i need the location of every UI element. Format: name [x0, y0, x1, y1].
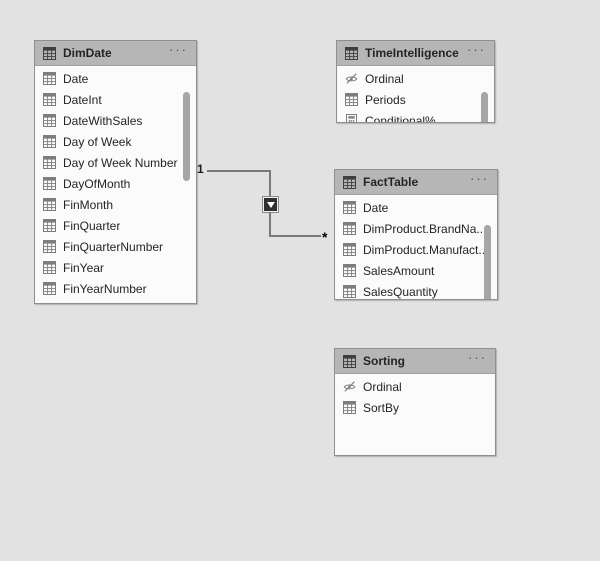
column-icon: [43, 135, 56, 148]
column-icon: [43, 93, 56, 106]
field-row[interactable]: DimProduct.Manufact...: [335, 239, 497, 260]
column-icon: [43, 219, 56, 232]
table-card-sorting[interactable]: Sorting ··· Ordinal SortBy: [334, 348, 496, 456]
column-icon: [43, 261, 56, 274]
column-icon: [43, 156, 56, 169]
hidden-field-icon: [345, 72, 358, 85]
column-icon: [343, 201, 356, 214]
table-icon: [345, 47, 358, 60]
field-row[interactable]: Conditional%: [337, 110, 494, 123]
scrollbar[interactable]: [481, 92, 488, 122]
field-row[interactable]: SortBy: [335, 397, 495, 418]
field-row[interactable]: DayOfMonth: [35, 173, 196, 194]
relationship-many-label: *: [322, 229, 328, 245]
more-options-button[interactable]: ···: [470, 171, 489, 186]
column-icon: [343, 243, 356, 256]
more-options-button[interactable]: ···: [468, 350, 487, 365]
field-row[interactable]: FinYearNumber: [35, 278, 196, 299]
field-row-clipped[interactable]: [35, 299, 196, 304]
table-card-dimdate[interactable]: DimDate ··· Date DateInt DateWithSales D…: [34, 40, 197, 304]
column-icon: [43, 240, 56, 253]
field-row[interactable]: FinYear: [35, 257, 196, 278]
scrollbar[interactable]: [484, 225, 491, 299]
column-icon: [43, 303, 56, 304]
relationship-one-label: 1: [197, 162, 204, 176]
relationship-line-segment[interactable]: [269, 235, 321, 237]
column-icon: [43, 114, 56, 127]
field-list: Ordinal Periods Conditional%: [337, 66, 494, 123]
field-list: Date DimProduct.BrandNa... DimProduct.Ma…: [335, 195, 497, 299]
field-row[interactable]: Periods: [337, 89, 494, 110]
relationship-line-segment[interactable]: [207, 170, 270, 172]
column-icon: [43, 72, 56, 85]
field-row[interactable]: Day of Week: [35, 131, 196, 152]
column-icon: [345, 93, 358, 106]
field-row[interactable]: SalesAmount: [335, 260, 497, 281]
field-list: Date DateInt DateWithSales Day of Week D…: [35, 66, 196, 304]
field-list: Ordinal SortBy: [335, 374, 495, 418]
table-title: Sorting: [363, 354, 405, 368]
down-triangle-icon: [266, 201, 275, 208]
field-row[interactable]: Date: [335, 197, 497, 218]
table-icon: [343, 355, 356, 368]
calculated-field-icon: [345, 114, 358, 123]
table-card-facttable[interactable]: FactTable ··· Date DimProduct.BrandNa...…: [334, 169, 498, 300]
table-header-facttable[interactable]: FactTable ···: [335, 170, 497, 195]
column-icon: [43, 282, 56, 295]
table-header-timeintelligence[interactable]: TimeIntelligence ···: [337, 41, 494, 66]
field-row[interactable]: DimProduct.BrandNa...: [335, 218, 497, 239]
table-header-sorting[interactable]: Sorting ···: [335, 349, 495, 374]
more-options-button[interactable]: ···: [169, 42, 188, 57]
field-row[interactable]: FinMonth: [35, 194, 196, 215]
table-icon: [43, 47, 56, 60]
relationship-filter-arrow-icon[interactable]: [263, 197, 278, 212]
field-row[interactable]: DateWithSales: [35, 110, 196, 131]
column-icon: [343, 264, 356, 277]
column-icon: [43, 198, 56, 211]
table-title: FactTable: [363, 175, 419, 189]
table-title: TimeIntelligence: [365, 46, 459, 60]
table-title: DimDate: [63, 46, 112, 60]
field-row[interactable]: Ordinal: [335, 376, 495, 397]
column-icon: [343, 222, 356, 235]
table-card-timeintelligence[interactable]: TimeIntelligence ··· Ordinal Periods Con…: [336, 40, 495, 123]
scrollbar[interactable]: [183, 92, 190, 181]
field-row[interactable]: DateInt: [35, 89, 196, 110]
field-row[interactable]: FinQuarter: [35, 215, 196, 236]
more-options-button[interactable]: ···: [467, 42, 486, 57]
field-row[interactable]: FinQuarterNumber: [35, 236, 196, 257]
table-header-dimdate[interactable]: DimDate ···: [35, 41, 196, 66]
table-icon: [343, 176, 356, 189]
column-icon: [343, 401, 356, 414]
field-row[interactable]: Date: [35, 68, 196, 89]
column-icon: [43, 177, 56, 190]
field-row[interactable]: Day of Week Number: [35, 152, 196, 173]
field-row[interactable]: SalesQuantity: [335, 281, 497, 299]
field-row[interactable]: Ordinal: [337, 68, 494, 89]
hidden-field-icon: [343, 380, 356, 393]
column-icon: [343, 285, 356, 298]
